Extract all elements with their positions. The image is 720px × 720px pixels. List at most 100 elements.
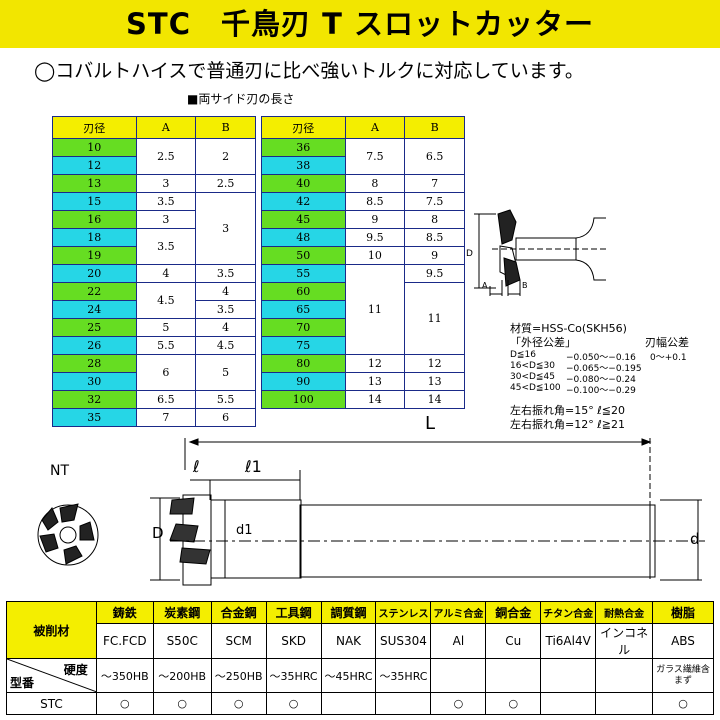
a-value-cell: 11 xyxy=(344,264,406,355)
table-row: 22 4.5 4 xyxy=(52,282,256,319)
diameter-cell: 90 xyxy=(261,372,346,391)
material-name: チタン合金 xyxy=(540,601,597,624)
diameter-cell: 15 xyxy=(52,192,137,211)
a-value-cell: 3 xyxy=(135,210,197,229)
material-name-row: 被削材 鋳鉄 炭素鋼 合金鋼 工具鋼 調質鋼 ステンレス アルミ合金 銅合金 チ… xyxy=(6,601,714,659)
compat-mark: ○ xyxy=(485,692,542,715)
od-tolerance-title: 「外径公差」 xyxy=(510,336,576,349)
material-grade: Cu xyxy=(485,623,542,659)
compat-mark: ○ xyxy=(95,692,154,715)
table-row: 13 3 2.5 xyxy=(52,174,256,193)
material-grade: SUS304 xyxy=(375,623,432,659)
technical-drawing: NT ℓ ℓ1 D d1 d xyxy=(37,438,705,586)
material-compatibility-table: 被削材 鋳鉄 炭素鋼 合金鋼 工具鋼 調質鋼 ステンレス アルミ合金 銅合金 チ… xyxy=(6,601,714,715)
od-range-0: D≦16 xyxy=(510,350,536,360)
hardness-value xyxy=(595,658,654,693)
hardness-value xyxy=(430,658,487,693)
right-dimension-table: 刃径 A B 36 7.5 6.5 38 40 8 7 42 8.5 7.5 4… xyxy=(261,116,465,409)
material-name: 樹脂 xyxy=(652,601,714,624)
diameter-cell: 12 xyxy=(52,156,137,175)
material-name: アルミ合金 xyxy=(430,601,487,624)
material-name: 合金鋼 xyxy=(210,601,267,624)
b-value-cell: 3 xyxy=(195,192,256,265)
compat-mark: ○ xyxy=(265,692,322,715)
diameter-cell: 32 xyxy=(52,390,137,409)
b-value-cell: 6.5 xyxy=(404,138,465,175)
diameter-cell: 28 xyxy=(52,354,137,373)
compat-mark xyxy=(540,692,597,715)
diameter-cell: 60 xyxy=(261,282,346,301)
sketch-a-label: A xyxy=(482,281,488,290)
a-value-cell: 3.5 xyxy=(135,228,197,265)
table-header-row: 刃径 A B xyxy=(261,116,465,139)
ell-label: ℓ xyxy=(192,457,200,476)
a-value-cell: 2.5 xyxy=(135,138,197,175)
hardness-value: ガラス繊維含まず xyxy=(652,658,714,693)
material-grade-row: FC.FCD S50C SCM SKD NAK SUS304 Al Cu Ti6… xyxy=(7,623,714,659)
table-row: 26 5.5 4.5 xyxy=(52,336,256,355)
od-tol-3: −0.100〜−0.29 xyxy=(566,386,636,396)
diameter-cell: 42 xyxy=(261,192,346,211)
left-dimension-table: 刃径 A B 10 2.5 2 12 13 3 2.5 15 3.5 3 16 … xyxy=(52,116,256,427)
material-grade: S50C xyxy=(152,623,212,659)
hardness-value: 〜45HRC xyxy=(320,658,377,693)
hardness-row: 型番 硬度 〜350HB 〜200HB 〜250HB 〜35HRC 〜45HRC… xyxy=(6,658,714,693)
b-value-cell: 9.5 xyxy=(404,264,465,283)
diameter-cell: 22 xyxy=(52,282,137,301)
compat-mark: ○ xyxy=(652,692,714,715)
a-value-cell: 14 xyxy=(344,390,406,409)
width-tolerance-title: 刃幅公差 xyxy=(645,336,689,349)
compat-mark: ○ xyxy=(430,692,487,715)
b-value-cell: 4 xyxy=(195,318,256,337)
diameter-cell: 16 xyxy=(52,210,137,229)
b-value-cell: 5.5 xyxy=(195,390,256,409)
hardness-value: 〜35HRC xyxy=(375,658,432,693)
header-a: A xyxy=(135,116,197,139)
a-value-cell: 8.5 xyxy=(344,192,406,211)
od-tol-1: −0.065〜−0.195 xyxy=(566,364,642,374)
material-spec: 材質=HSS-Co(SKH56) xyxy=(510,322,627,335)
b-value-cell: 7.5 xyxy=(404,192,465,211)
table-row: 42 8.5 7.5 xyxy=(261,192,465,211)
table-row: 15 3.5 3 xyxy=(52,192,256,265)
stc-row: STC ○ ○ ○ ○ ○ ○ ○ xyxy=(6,692,714,715)
b-value-cell: 8 xyxy=(404,210,465,229)
diameter-cell: 75 xyxy=(261,336,346,355)
b-value-cell: 2 xyxy=(195,138,256,175)
header-b: B xyxy=(404,116,465,139)
od-range-2: 30<D≦45 xyxy=(510,372,555,382)
material-grade: ABS xyxy=(652,623,714,659)
b-value-cell: 4.5 xyxy=(195,336,256,355)
b-value-cell: 3.5 xyxy=(195,300,256,319)
a-value-cell: 5.5 xyxy=(135,336,197,355)
compat-mark xyxy=(595,692,654,715)
diameter-cell: 24 xyxy=(52,300,137,319)
table-row: 40 8 7 xyxy=(261,174,465,193)
diagonal-divider xyxy=(7,659,97,692)
table-row: 100 14 14 xyxy=(261,390,465,409)
type-hardness-header: 型番 硬度 xyxy=(6,658,97,693)
material-grade: SKD xyxy=(265,623,322,659)
compat-mark: ○ xyxy=(210,692,267,715)
b-value-cell: 7 xyxy=(404,174,465,193)
table-row: 90 13 13 xyxy=(261,372,465,391)
ell1-label: ℓ1 xyxy=(244,457,262,476)
material-grade: FC.FCD xyxy=(95,623,154,659)
diameter-cell: 20 xyxy=(52,264,137,283)
header-diameter: 刃径 xyxy=(261,116,346,139)
b-value-cell: 12 xyxy=(404,354,465,373)
diameter-cell: 35 xyxy=(52,408,137,427)
a-value-cell: 7 xyxy=(135,408,197,427)
table-row: 18 3.5 xyxy=(52,228,256,265)
diameter-cell: 100 xyxy=(261,390,346,409)
b-value-cell: 6 xyxy=(195,408,256,427)
a-value-cell: 6 xyxy=(135,354,197,391)
table-row: 28 6 5 xyxy=(52,354,256,391)
a-value-cell: 9 xyxy=(344,210,406,229)
b-value-cell: 3.5 xyxy=(195,264,256,283)
table-row: 19 xyxy=(52,246,256,265)
a-value-cell: 3 xyxy=(135,174,197,193)
a-value-cell: 5 xyxy=(135,318,197,337)
material-grade: Al xyxy=(430,623,487,659)
a-value-cell: 8 xyxy=(344,174,406,193)
